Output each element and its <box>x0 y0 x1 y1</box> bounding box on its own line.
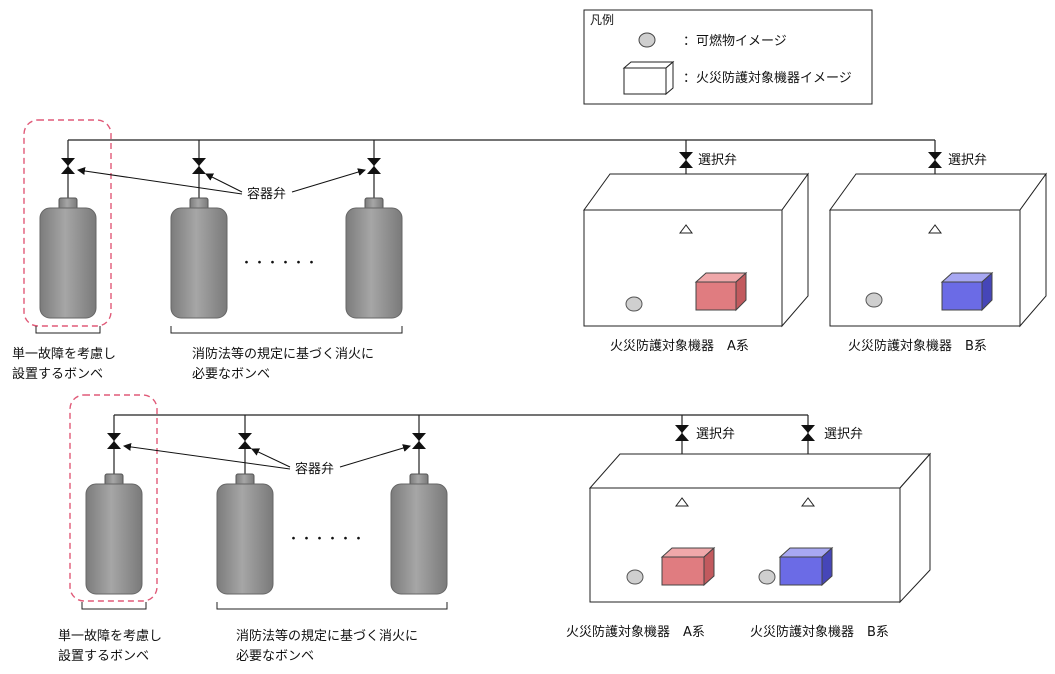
bottom-single-failure-label-1: 単一故障を考慮し <box>58 628 162 644</box>
top-container-valve-3 <box>367 158 381 174</box>
bottom-equipment-a-label: 火災防護対象機器 A系 <box>566 624 705 640</box>
bottom-cylinder-2 <box>216 473 274 595</box>
top-room-b <box>829 172 1047 328</box>
bottom-container-valve-2 <box>238 433 252 449</box>
bottom-selector-valve-2-label: 選択弁 <box>824 427 863 442</box>
bottom-ellipsis: ・・・・・・ <box>287 532 365 547</box>
top-room-a-label: 火災防護対象機器 A系 <box>610 338 749 354</box>
bottom-equipment-b-label: 火災防護対象機器 B系 <box>750 624 889 640</box>
top-selector-valve-a <box>679 152 693 168</box>
legend-combustible-icon <box>638 32 656 48</box>
bottom-selector-valve-2 <box>801 425 815 441</box>
top-room-a <box>583 172 809 328</box>
top-system: ・・・・・・ 容器弁 単一故障を考慮し 設置するボンベ 消防法等の規定に基づく消… <box>12 119 1047 382</box>
top-container-valve-label: 容器弁 <box>247 186 286 202</box>
top-cylinder-2 <box>170 197 228 319</box>
bottom-equipment-b <box>778 546 834 587</box>
top-ellipsis: ・・・・・・ <box>240 256 318 271</box>
bottom-nozzle-1 <box>675 497 689 507</box>
top-single-failure-label-1: 単一故障を考慮し <box>12 346 116 362</box>
top-required-label-1: 消防法等の規定に基づく消火に <box>192 346 374 362</box>
top-cylinder-3 <box>345 197 403 319</box>
bottom-single-failure-highlight <box>69 394 158 602</box>
top-combustible-a <box>625 296 643 312</box>
top-valve-arrows <box>77 167 366 195</box>
bottom-required-label-1: 消防法等の規定に基づく消火に <box>236 628 418 644</box>
legend-equipment-label: ：火災防護対象機器イメージ <box>683 70 852 86</box>
bottom-combustible-b <box>758 569 776 585</box>
bottom-cylinder-1 <box>85 473 143 595</box>
top-cylinder-1 <box>39 197 97 319</box>
top-nozzle-a <box>679 224 693 234</box>
bottom-single-failure-label-2: 設置するボンベ <box>58 648 149 664</box>
bottom-nozzle-2 <box>801 497 815 507</box>
top-room-b-label: 火災防護対象機器 B系 <box>848 338 987 354</box>
top-selector-valve-b <box>928 152 942 168</box>
bottom-combustible-a <box>626 569 644 585</box>
bottom-required-bracket <box>216 602 448 610</box>
top-single-failure-bracket <box>35 326 101 334</box>
top-equipment-b <box>940 271 994 312</box>
top-container-valve-2 <box>192 158 206 174</box>
top-single-failure-label-2: 設置するボンベ <box>12 366 103 382</box>
bottom-cylinder-3 <box>390 473 448 595</box>
bottom-single-failure-bracket <box>81 602 147 610</box>
legend-equipment-icon <box>622 60 675 96</box>
bottom-room <box>588 452 932 604</box>
bottom-selector-valve-1 <box>675 425 689 441</box>
top-required-label-2: 必要なボンベ <box>192 367 270 382</box>
bottom-valve-arrows <box>123 442 411 470</box>
top-selector-valve-a-label: 選択弁 <box>698 153 737 168</box>
top-equipment-a <box>694 271 748 312</box>
top-container-valve-1 <box>61 158 75 174</box>
legend: 凡例 ：可燃物イメージ ：火災防護対象機器イメージ <box>583 9 873 105</box>
top-nozzle-b <box>928 224 942 234</box>
bottom-container-valve-label: 容器弁 <box>295 461 334 477</box>
bottom-equipment-a <box>660 546 716 587</box>
top-selector-valve-b-label: 選択弁 <box>948 153 987 168</box>
top-combustible-b <box>865 292 883 308</box>
bottom-container-valve-3 <box>412 433 426 449</box>
bottom-container-valve-1 <box>107 433 121 449</box>
bottom-system: ・・・・・・ 容器弁 単一故障を考慮し 設置するボンベ 消防法等の規定に基づく消… <box>58 394 932 664</box>
legend-title: 凡例 <box>590 13 614 27</box>
top-required-bracket <box>170 326 403 334</box>
top-single-failure-highlight <box>23 119 112 327</box>
bottom-selector-valve-1-label: 選択弁 <box>696 427 735 442</box>
legend-combustible-label: ：可燃物イメージ <box>683 33 787 49</box>
bottom-required-label-2: 必要なボンベ <box>236 649 314 664</box>
